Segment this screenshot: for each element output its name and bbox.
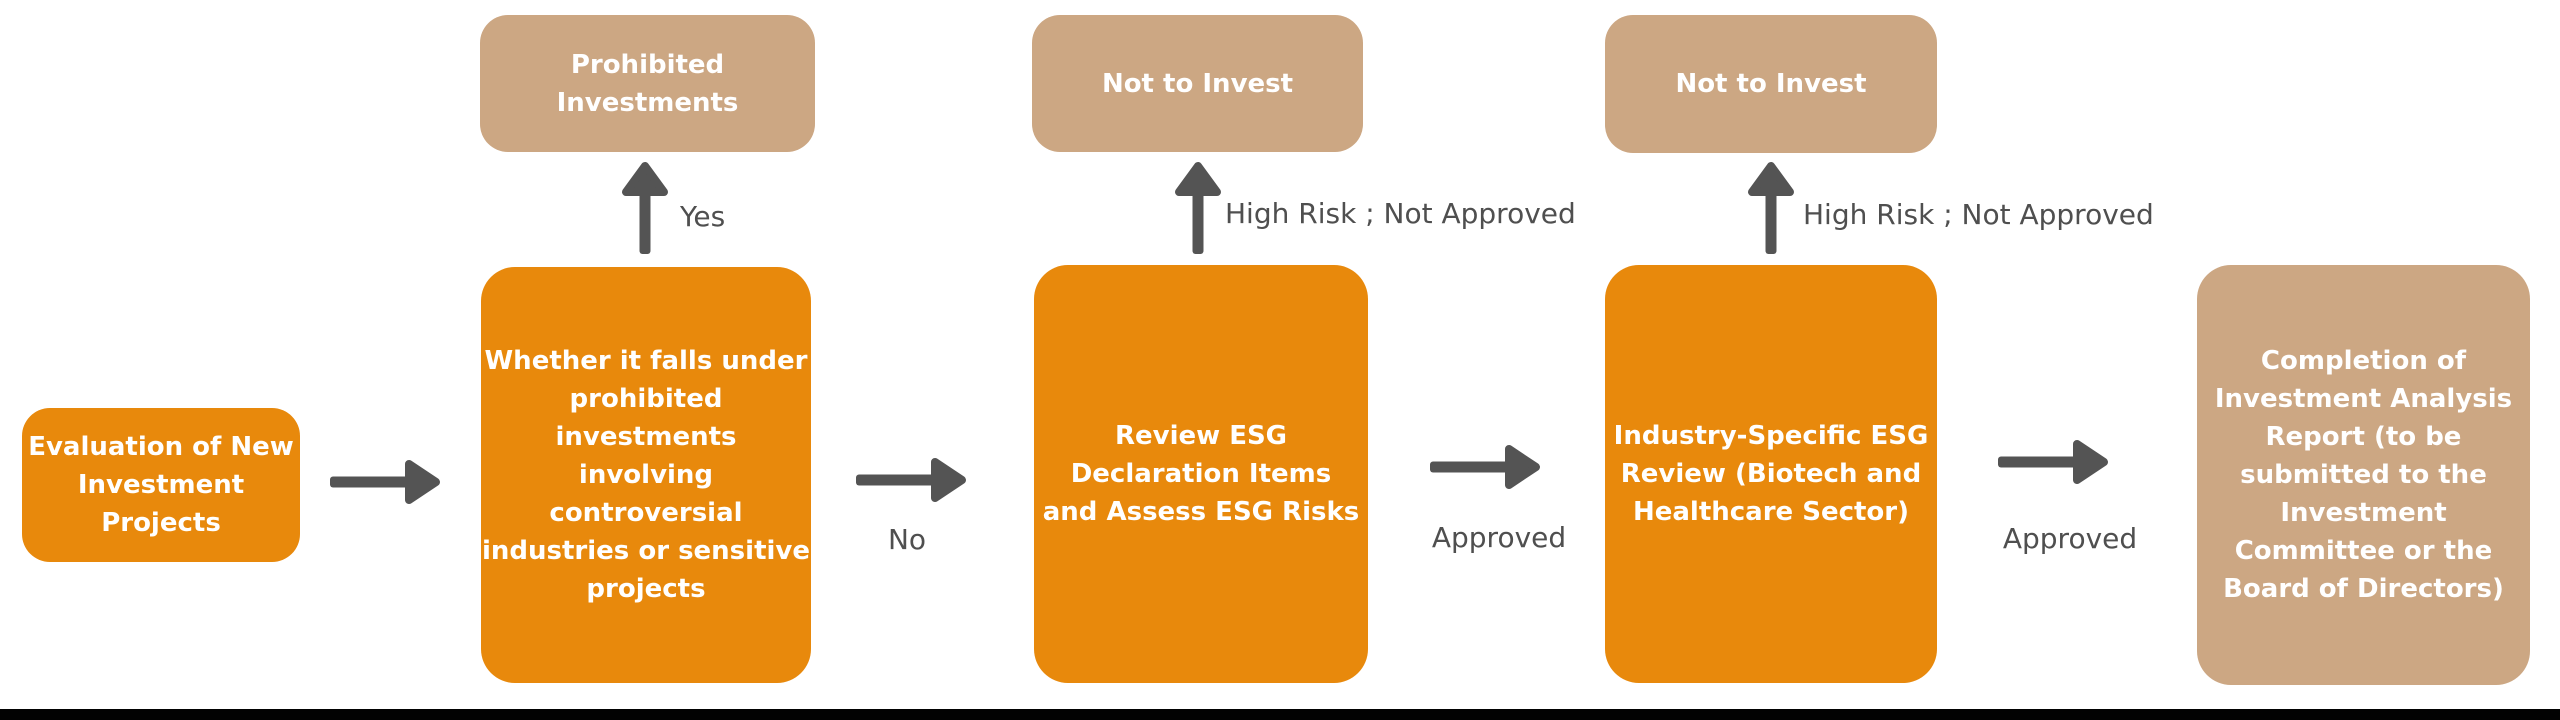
edge-label-high-risk-not-approved-1: High Risk ; Not Approved (1225, 197, 1576, 230)
arrow-up-icon (622, 162, 668, 254)
arrow-right-icon (1998, 440, 2108, 484)
edge-label-high-risk-not-approved-2: High Risk ; Not Approved (1803, 198, 2154, 231)
node-not-to-invest-1: Not to Invest (1032, 15, 1363, 152)
bottom-bar (0, 709, 2560, 720)
node-label: Whether it falls under prohibited invest… (481, 346, 810, 604)
node-review-esg-declaration: Review ESG Declaration Items and Assess … (1034, 265, 1368, 683)
node-label: Industry-Specific ESG Review (Biotech an… (1613, 421, 1929, 527)
arrow-right-icon (856, 458, 966, 502)
node-industry-specific-esg-review: Industry-Specific ESG Review (Biotech an… (1605, 265, 1937, 683)
arrow-right-icon (330, 460, 440, 504)
node-label: Prohibited Investments (556, 49, 739, 118)
node-label: Evaluation of New Investment Projects (28, 432, 294, 538)
node-label: Review ESG Declaration Items and Assess … (1042, 421, 1360, 527)
node-label: Not to Invest (1675, 69, 1867, 99)
arrow-right-icon (1430, 445, 1540, 489)
edge-label-yes: Yes (680, 200, 726, 233)
node-label: Completion of Investment Analysis Report… (2214, 346, 2513, 604)
node-completion-investment-analysis-report: Completion of Investment Analysis Report… (2197, 265, 2530, 685)
node-prohibited-investments: Prohibited Investments (480, 15, 815, 152)
edge-label-approved-2: Approved (2002, 522, 2138, 555)
node-evaluation-of-new-investment-projects: Evaluation of New Investment Projects (22, 408, 300, 562)
node-label: Not to Invest (1101, 68, 1294, 99)
edge-label-no: No (887, 523, 927, 556)
node-prohibited-investments-check: Whether it falls under prohibited invest… (481, 267, 811, 683)
edge-label-approved-1: Approved (1431, 521, 1567, 554)
arrow-up-icon (1175, 162, 1221, 254)
node-not-to-invest-2: Not to Invest (1605, 15, 1937, 153)
arrow-up-icon (1748, 162, 1794, 254)
